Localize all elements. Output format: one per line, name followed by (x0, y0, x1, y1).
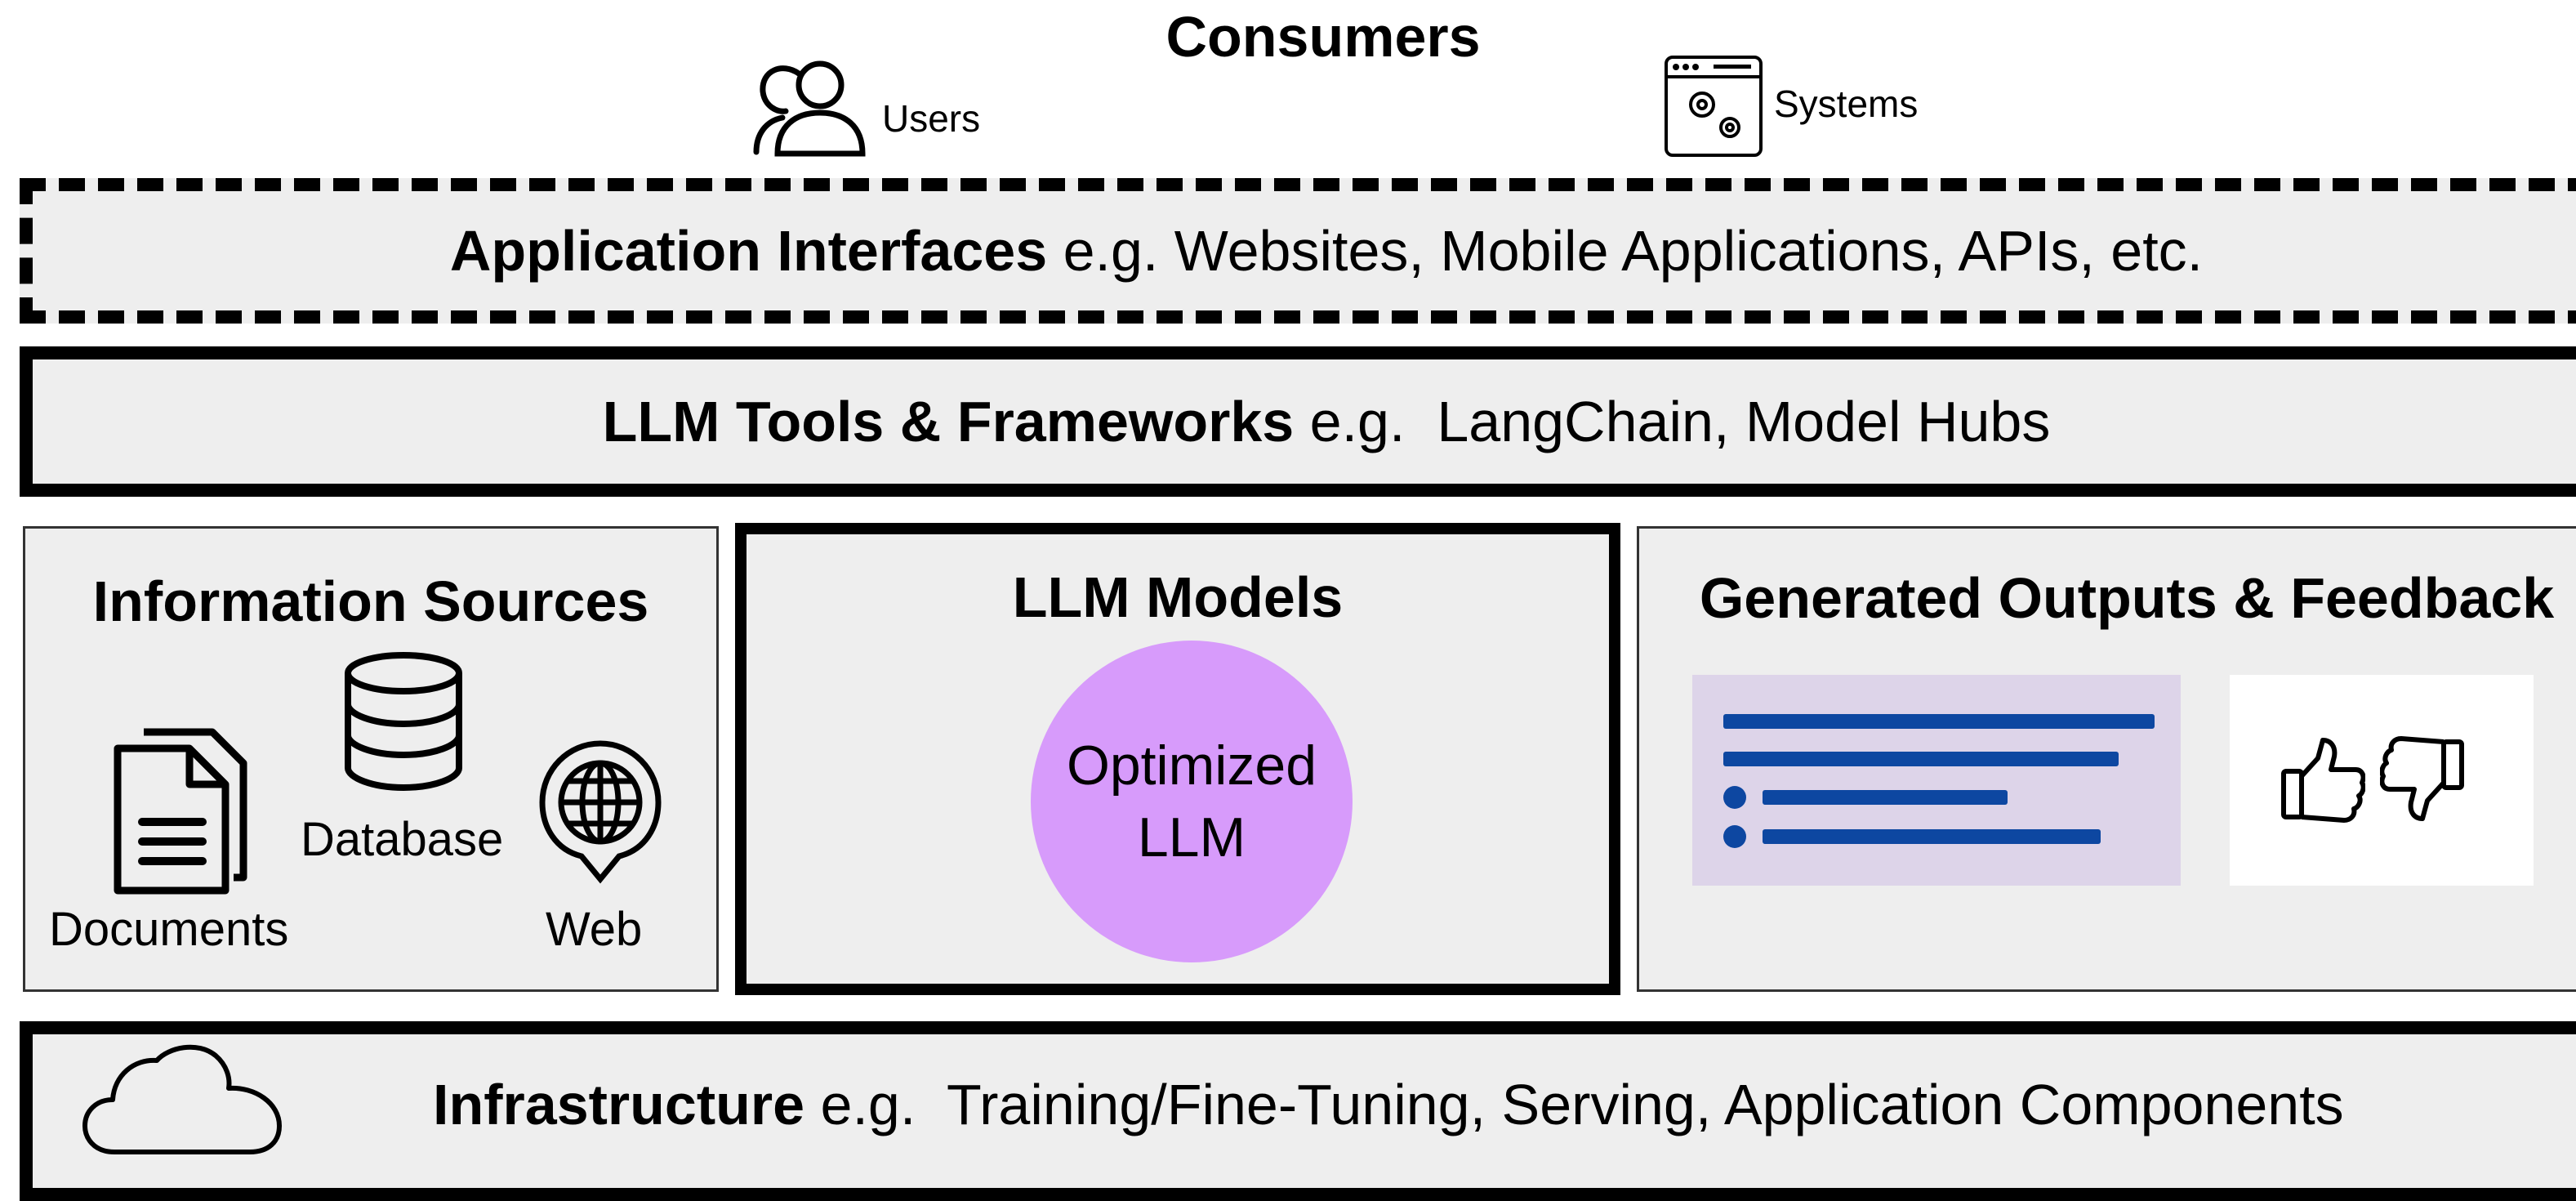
infrastructure-examples: e.g. Training/Fine-Tuning, Serving, Appl… (804, 1073, 2344, 1136)
documents-icon (114, 728, 247, 895)
bullet-point (1723, 825, 1746, 848)
database-icon (345, 652, 462, 792)
users-icon (753, 60, 866, 157)
thumbs-down-icon (2380, 736, 2464, 821)
optimized-llm-circle: Optimized LLM (1031, 641, 1353, 962)
llm-models-title: LLM Models (1012, 565, 1344, 629)
infrastructure-layer: Infrastructure e.g. Training/Fine-Tuning… (20, 1021, 2576, 1201)
users-label: Users (882, 97, 981, 140)
documents-label: Documents (49, 903, 289, 956)
llm-tools-examples: e.g. LangChain, Model Hubs (1294, 390, 2051, 453)
optimized-llm-line2: LLM (1137, 806, 1246, 868)
infrastructure-text: Infrastructure e.g. Training/Fine-Tuning… (433, 1064, 2344, 1145)
text-line (1763, 829, 2101, 844)
information-sources-panel: Information Sources (23, 526, 719, 992)
application-interfaces-examples: e.g. Websites, Mobile Applications, APIs… (1047, 219, 2204, 283)
web-icon (539, 740, 662, 884)
llm-tools-title: LLM Tools & Frameworks (602, 390, 1295, 453)
text-line (1723, 714, 2155, 729)
consumers-title: Consumers (1165, 5, 1481, 69)
generated-outputs-title: Generated Outputs & Feedback (1699, 566, 2555, 630)
text-line (1723, 752, 2119, 766)
bullet-point (1723, 786, 1746, 809)
llm-tools-layer: LLM Tools & Frameworks e.g. LangChain, M… (20, 346, 2576, 497)
web-label: Web (546, 903, 643, 956)
generated-document-card (1692, 675, 2181, 886)
application-interfaces-layer: Application Interfaces e.g. Websites, Mo… (20, 178, 2576, 324)
cloud-icon (82, 1044, 282, 1154)
text-line (1763, 790, 2008, 805)
systems-icon (1665, 56, 1763, 157)
application-interfaces-title: Application Interfaces (449, 219, 1048, 283)
information-sources-title: Information Sources (92, 569, 649, 633)
optimized-llm-line1: Optimized (1066, 734, 1317, 797)
database-label: Database (301, 813, 504, 866)
feedback-card (2230, 675, 2534, 886)
thumbs-up-icon (2281, 738, 2365, 823)
infrastructure-title: Infrastructure (433, 1073, 805, 1136)
systems-label: Systems (1774, 83, 1919, 125)
